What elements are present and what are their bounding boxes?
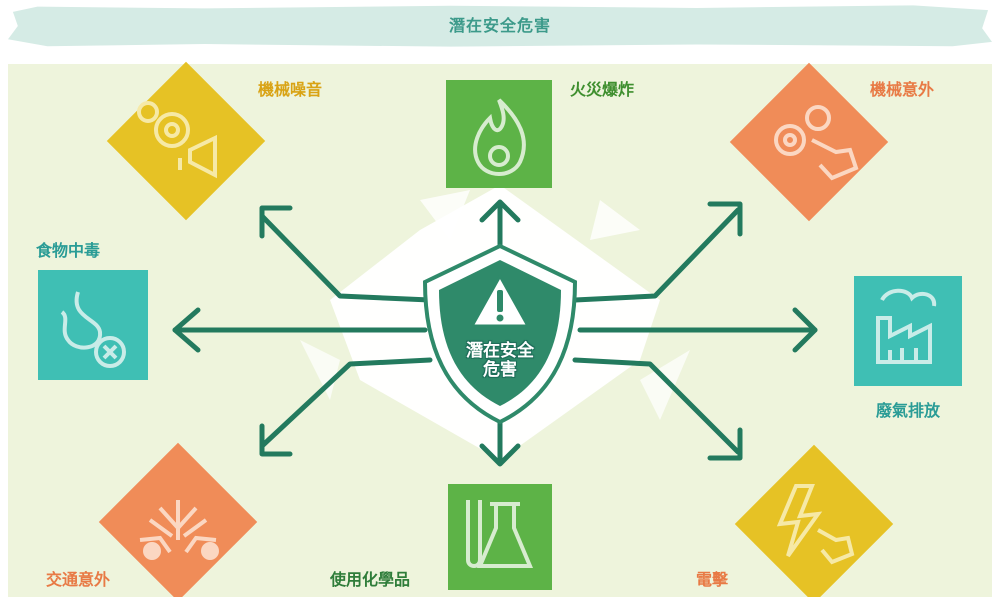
- center-title-line2: 危害: [483, 360, 517, 380]
- tile-chemicals: [448, 484, 552, 590]
- lightning-hand-icon: [776, 484, 855, 565]
- arrows: [172, 199, 818, 467]
- label-electric-shock: 電擊: [696, 570, 729, 589]
- label-machine-noise: 機械噪音: [258, 80, 323, 99]
- tile-waste-gas: [854, 276, 962, 386]
- stomach-icon: [60, 291, 126, 368]
- arrow-machine-noise: [259, 213, 433, 303]
- label-traffic-accident: 交通意外: [46, 570, 111, 589]
- diagram-title: 潛在安全危害: [448, 16, 551, 35]
- arrow-electric-shock: [572, 357, 741, 455]
- center-shield: [422, 243, 578, 425]
- tile-electric-shock: [734, 444, 894, 597]
- warning-triangle-icon: [470, 274, 530, 328]
- tile-machine-accident: [729, 62, 889, 222]
- tile-traffic-accident: [98, 442, 258, 597]
- arrow-traffic: [259, 357, 433, 449]
- label-fire: 火災爆炸: [570, 80, 635, 99]
- center-title-line1: 潛在安全: [466, 341, 534, 361]
- label-chemicals: 使用化學品: [330, 570, 411, 589]
- tile-machine-noise: [106, 61, 266, 221]
- gears-megaphone-icon: [137, 101, 217, 179]
- gears-hand-icon: [774, 105, 859, 181]
- flask-icon: [466, 500, 534, 568]
- arrow-machine-accident: [572, 207, 741, 303]
- tile-fire: [446, 80, 552, 188]
- crash-icon: [139, 500, 219, 560]
- flame-icon: [473, 98, 526, 176]
- center-title: 潛在安全 危害: [448, 342, 552, 380]
- label-food-poisoning: 食物中毒: [36, 241, 101, 260]
- title-band: 潛在安全危害: [8, 5, 992, 47]
- factory-icon: [876, 288, 937, 364]
- label-machine-accident: 機械意外: [870, 80, 935, 99]
- label-waste-gas: 廢氣排放: [876, 401, 941, 420]
- tile-food-poisoning: [38, 270, 148, 380]
